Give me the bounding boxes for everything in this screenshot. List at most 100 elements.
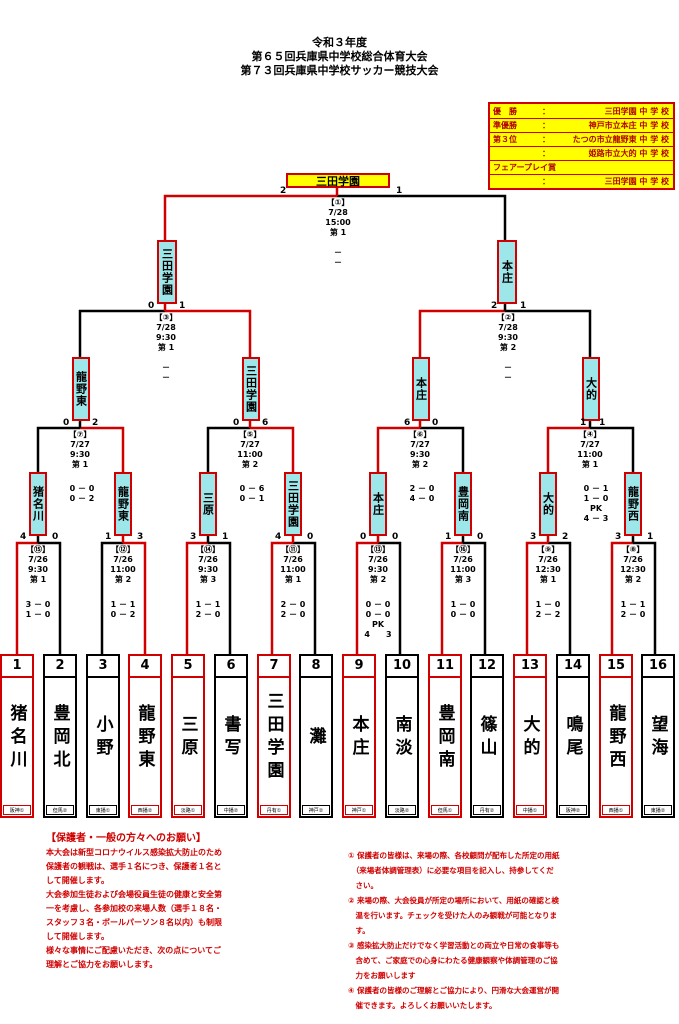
match-detail: 2 － 0 4 － 0: [409, 484, 435, 503]
match-no: 【⑥】: [408, 430, 432, 439]
sf1-right-box: 三田学園: [242, 357, 260, 421]
team-name: 龍野西: [605, 703, 626, 773]
notice-line: ① 保護者の皆様は、来場の際、各校顧問が配布した所定の用紙: [348, 851, 560, 860]
match-field: 第 3: [199, 575, 217, 584]
qf-box-1: 猪名川: [29, 472, 47, 536]
team-name: 灘: [305, 726, 326, 750]
match-field: 第 2: [499, 343, 517, 352]
notice-line: す。: [348, 926, 370, 935]
team-name: 鳴尾: [562, 715, 583, 761]
notice-line: 力をお願いします: [348, 971, 416, 980]
match-time: 9:30: [70, 450, 90, 459]
notice-line: スタッフ３名・ボールパーソン８名以内）も制限: [46, 918, 222, 927]
team-number: 5: [183, 658, 193, 673]
match-info: 【①】 7/28 15:00 第 1 － －: [310, 198, 366, 268]
score-right: 2: [92, 418, 99, 428]
result-value: 三田学園 中 学 校: [604, 107, 669, 116]
champion-box: 三田学園: [286, 173, 390, 188]
match-field: 第 1: [539, 575, 557, 584]
notice-line: 温を行います。チェックを受けた人のみ観戦が可能となりま: [348, 911, 558, 920]
match-half-1: －: [504, 363, 512, 372]
match-field: 第 3: [454, 575, 472, 584]
score-left: 2: [491, 301, 498, 311]
score-right: 0: [52, 532, 59, 542]
notice-line: （来場者体調管理表）に必要な項目を記入し、持参してくだ: [348, 866, 554, 875]
match-info: 【⑯】 7/26 11:00 第 3: [443, 545, 483, 585]
team-region: 丹有①: [260, 805, 288, 815]
match-no: 【⑯】: [451, 545, 475, 554]
qf-box-6: 豊岡南: [454, 472, 472, 536]
team-region: 淡路①: [174, 805, 202, 815]
match-time: 11:00: [280, 565, 306, 574]
match-no: 【⑤】: [238, 430, 262, 439]
match-field: 第 1: [157, 343, 175, 352]
match-date: 7/28: [498, 323, 518, 332]
match-time: 11:00: [577, 450, 603, 459]
match-info: 【⑬】 7/26 9:30 第 2: [358, 545, 398, 585]
match-time: 9:30: [498, 333, 518, 342]
team-region: 阪神②: [559, 805, 587, 815]
notice-line: さい。: [348, 881, 378, 890]
team-region: 東播①: [89, 805, 117, 815]
match-info: 【④】 7/27 11:00 第 1: [566, 430, 614, 470]
score-left: 0: [63, 418, 70, 428]
match-detail: 1 － 1 0 － 2: [110, 600, 136, 619]
team-number: 7: [269, 658, 279, 673]
match-date: 7/27: [410, 440, 430, 449]
match-info: 【⑮】 7/26 9:30 第 1: [18, 545, 58, 585]
header-line-2: 第６５回兵庫県中学校総合体育大会: [251, 50, 428, 63]
match-no: 【④】: [578, 430, 602, 439]
result-sep: ：: [542, 149, 550, 158]
team-number: 3: [98, 658, 108, 673]
score-left: 4: [275, 532, 282, 542]
match-detail: 1 － 1 2 － 0: [195, 600, 221, 619]
team-number: 4: [140, 658, 150, 673]
match-detail: 2 － 0 2 － 0: [280, 600, 306, 619]
team-name: 龍野東: [134, 703, 155, 773]
sf1-left-box: 龍野東: [72, 357, 90, 421]
match-date: 7/26: [453, 555, 473, 564]
notice-left: 【保護者・一般の方々へのお願い】 本大会は新型コロナウイルス感染拡大防止のため …: [46, 832, 286, 972]
header-line-1: 令和３年度: [312, 36, 367, 49]
score-left: 1: [105, 532, 112, 542]
match-time: 15:00: [325, 218, 351, 227]
result-sep: ：: [542, 121, 550, 130]
notice-line: して開催します。: [46, 932, 109, 941]
match-field: 第 1: [29, 575, 47, 584]
result-value: 姫路市立大的 中 学 校: [588, 149, 669, 158]
team-number: 8: [311, 658, 321, 673]
match-date: 7/26: [198, 555, 218, 564]
team-number: 9: [354, 658, 364, 673]
team-region: 淡路②: [388, 805, 416, 815]
team-number: 15: [606, 658, 626, 673]
match-no: 【⑪】: [281, 545, 305, 554]
qf-box-2: 龍野東: [114, 472, 132, 536]
match-detail: 1 － 0 2 － 2: [535, 600, 561, 619]
score-right: 1: [222, 532, 229, 542]
score-left: 6: [404, 418, 411, 428]
match-no: 【①】: [326, 198, 350, 207]
notice-line: 保護者の観戦は、選手１名につき、保護者１名と: [46, 862, 222, 871]
match-info: 【⑨】 7/26 12:30 第 1: [528, 545, 568, 585]
team-name: 大的: [519, 715, 540, 761]
team-number: 13: [520, 658, 540, 673]
score-right: 2: [562, 532, 569, 542]
match-no: 【⑦】: [68, 430, 92, 439]
team-name: 篠山: [476, 715, 497, 761]
sf2-right-box: 大的: [582, 357, 600, 421]
match-half-1: －: [162, 363, 170, 372]
score-left: 1: [580, 418, 587, 428]
match-detail: 0 － 0 0 － 2: [69, 484, 95, 503]
match-no: 【②】: [496, 313, 520, 322]
match-date: 7/27: [240, 440, 260, 449]
match-field: 第 1: [581, 460, 599, 469]
match-info: 【⑦】 7/27 9:30 第 1: [56, 430, 104, 470]
team-number: 6: [226, 658, 236, 673]
match-time: 9:30: [156, 333, 176, 342]
